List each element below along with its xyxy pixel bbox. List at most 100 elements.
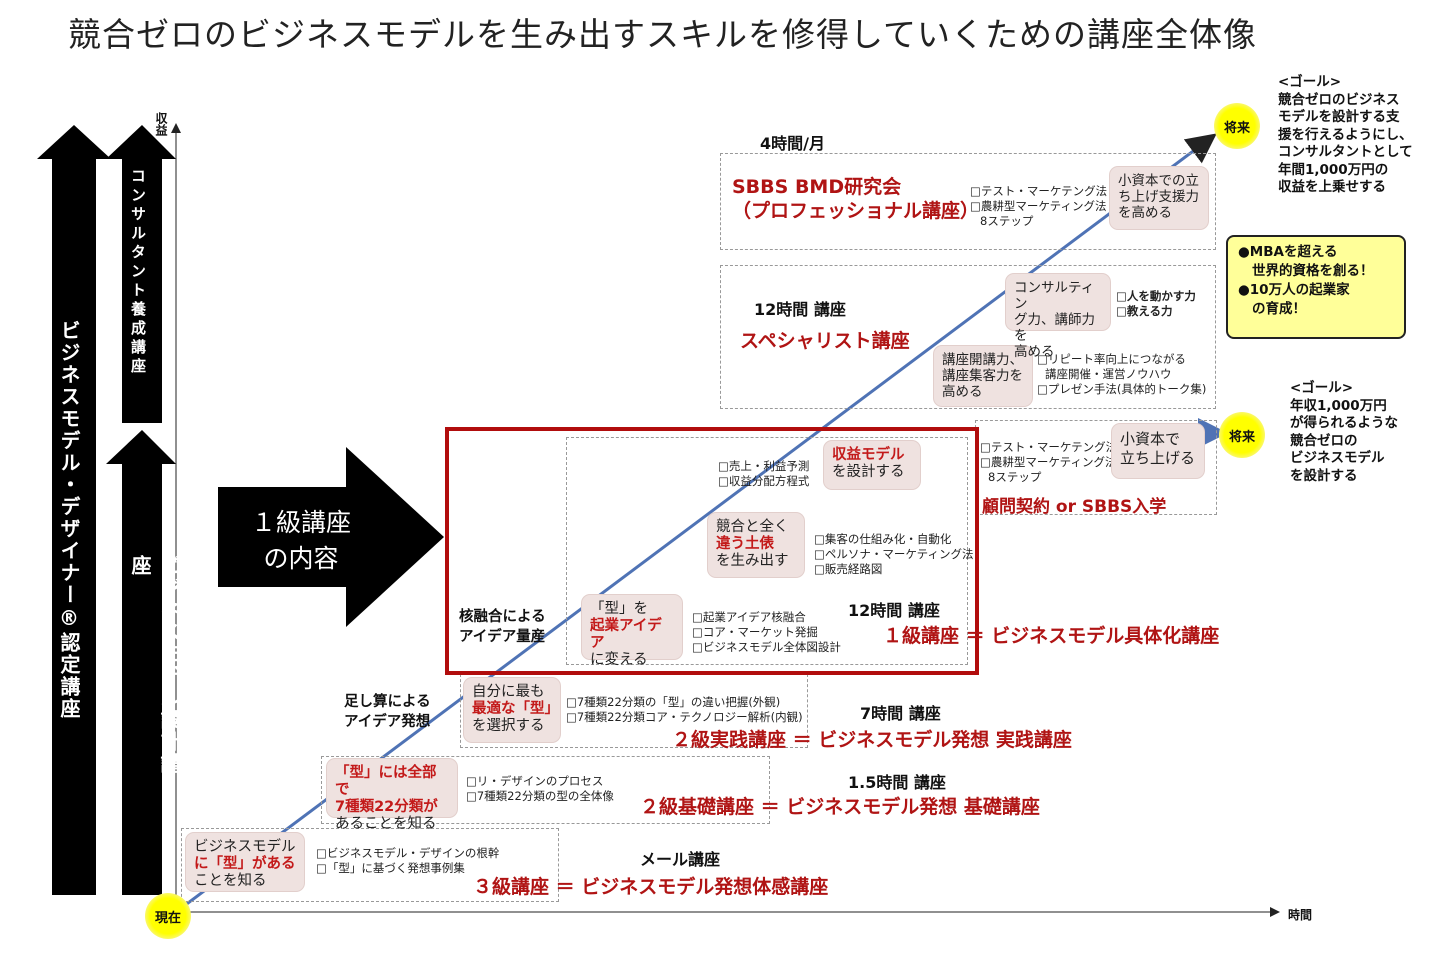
level1-notes-revenue: □売上・利益予測 □収益分配方程式: [718, 459, 809, 489]
specialist-note-lecture3: □プレゼン手法(具体的トーク集): [1037, 382, 1207, 396]
level2-practice-pill-line1: 自分に最も: [472, 684, 545, 700]
goal-mid-line2: 年収1,000万円: [1290, 397, 1387, 414]
level1-note-arena2: □ペルソナ・マーケティング法: [814, 547, 974, 561]
level2-practice-note2: □7種類22分類コア・テクノロジー解析(内観): [566, 710, 803, 724]
level1-pill-arena: 競合と全く 違う土俵 を生み出す: [708, 513, 804, 577]
level2-practice-side-label: 足し算による アイデア発想: [344, 692, 431, 732]
level2-basic-pill-line1: 「型」には全部で: [335, 765, 437, 798]
specialist-pill-lecture-line1: 講座開講力、: [942, 352, 1023, 368]
big-arrow-line1: １級講座: [250, 508, 351, 537]
specialist-note-consulting1: □人を動かす力: [1116, 289, 1196, 303]
level2-basic-pill-line2: 7種類22分類が: [335, 799, 438, 815]
level3-course-name: ３級講座 ＝ ビジネスモデル発想体感講座: [473, 876, 829, 898]
consultant-course-label: コンサルタント養成講座: [129, 168, 147, 377]
goal-mid-line6: を設計する: [1290, 467, 1358, 484]
level3-pill: ビジネスモデル に「型」がある ことを知る: [186, 833, 304, 891]
sbbs-note1: □テスト・マーケテング法: [970, 184, 1108, 198]
sbbs-pill-line1: 小資本での立: [1118, 173, 1199, 189]
level1-side1: 核融合による: [459, 609, 546, 625]
level1-pill-idea-line3: に変える: [590, 652, 648, 668]
goal-top-line2: 競合ゼロのビジネス: [1278, 91, 1400, 108]
level1-pill-revenue: 収益モデル を設計する: [824, 441, 920, 489]
goal-top: <ゴール> 競合ゼロのビジネス モデルを設計する支 援を行えるようにし、 コンサ…: [1278, 74, 1413, 197]
goal-top-line1: <ゴール>: [1278, 74, 1342, 90]
level1-side-label: 核融合による アイデア量産: [459, 607, 546, 647]
sbbs-frame: [720, 153, 1216, 250]
specialist-pill-consulting-line1: コンサルティン: [1014, 280, 1095, 312]
sbbs-pill-line2: ち上げ支援力: [1118, 189, 1199, 205]
level3-note1: □ビジネスモデル・デザインの根幹: [316, 846, 500, 860]
level1-highlight-frame: [445, 427, 979, 675]
level3-hours: メール講座: [640, 850, 721, 869]
sbbs-pill-line3: を高める: [1118, 205, 1172, 221]
level2-practice-note1: □7種類22分類の「型」の違い把握(外観): [566, 695, 781, 709]
level2-practice-side1: 足し算による: [344, 694, 431, 710]
goal-top-line5: コンサルタントとして: [1278, 144, 1413, 160]
big-arrow-label: １級講座 の内容: [226, 505, 376, 577]
specialist-note-consulting2: □教える力: [1116, 304, 1173, 318]
advisor-note1: □テスト・マーケテング法: [980, 440, 1118, 454]
sbbs-course-name: SBBS BMD研究会 （プロフェッショナル講座）: [732, 175, 979, 223]
level3-note2: □「型」に基づく発想事例集: [316, 861, 465, 875]
big-arrow-line2: の内容: [263, 544, 339, 573]
vision-line3: ●10万人の起業家: [1238, 282, 1350, 298]
goal-top-line7: 収益を上乗せする: [1278, 179, 1386, 195]
level1-pill-arena-line1: 競合と全く: [716, 519, 789, 535]
level1-pill-revenue-line2: を設計する: [832, 464, 905, 480]
specialist-pill-lecture-line3: 高める: [942, 384, 983, 400]
sbbs-note2: □農耕型マーケティング法: [970, 199, 1107, 213]
level1-pill-idea-line1: 「型」を: [590, 601, 648, 617]
level2-basic-note1: □リ・デザインのプロセス: [466, 774, 604, 788]
level3-frame: [181, 828, 559, 902]
goal-top-line6: 年間1,000万円の: [1278, 161, 1389, 178]
goal-top-line3: モデルを設計する支: [1278, 109, 1400, 125]
left-arrow-bars: [37, 125, 176, 895]
sbbs-pill: 小資本での立 ち上げ支援力 を高める: [1110, 167, 1208, 229]
goal-mid-line5: ビジネスモデル: [1290, 450, 1385, 466]
level2-basic-frame: [321, 756, 770, 824]
sbbs-note3: 8ステップ: [980, 214, 1034, 228]
level3-pill-line3: ことを知る: [194, 873, 267, 889]
specialist-note-lecture1: □リピート率向上につながる: [1037, 352, 1186, 366]
advisor-note3: 8ステップ: [988, 470, 1042, 484]
x-axis-label: 時間: [1288, 908, 1313, 922]
advisor-pill-line2: 立ち上げる: [1120, 449, 1196, 467]
level2-practice-side2: アイデア発想: [344, 714, 431, 730]
level2-practice-hours: 7時間 講座: [860, 704, 941, 723]
big-arrow-shape: [218, 447, 444, 627]
level1-note-revenue1: □売上・利益予測: [718, 459, 810, 473]
sbbs-notes: □テスト・マーケテング法 □農耕型マーケティング法 8ステップ: [970, 184, 1107, 229]
level1-pill-revenue-line1: 収益モデル: [832, 447, 905, 463]
level1-pill-idea-line2: 起業アイデア: [590, 618, 662, 651]
level2-practice-pill-line3: を選択する: [472, 718, 545, 734]
advisor-pill-line1: 小資本で: [1120, 430, 1181, 448]
level1-note-idea3: □ビジネスモデル全体図設計: [692, 640, 841, 654]
level3-notes: □ビジネスモデル・デザインの根幹 □「型」に基づく発想事例集: [316, 846, 499, 876]
level2-basic-hours: 1.5時間 講座: [848, 773, 946, 792]
future-marker-top: 将来: [1214, 103, 1260, 149]
level2-basic-pill: 「型」には全部で 7種類22分類が あることを知る: [327, 759, 457, 832]
advisor-pill: 小資本で 立ち上げる: [1112, 424, 1204, 478]
level1-note-idea2: □コア・マーケット発掘: [692, 625, 818, 639]
advisor-label: 顧問契約 or SBBS入学: [982, 497, 1167, 517]
level1-course-name: １級講座 ＝ ビジネスモデル具体化講座: [883, 625, 1220, 647]
specialist-notes-consulting: □人を動かす力 □教える力: [1116, 289, 1196, 319]
level1-note-revenue2: □収益分配方程式: [718, 474, 810, 488]
specialist-note-lecture2: 講座開催・運営ノウハウ: [1045, 367, 1172, 381]
level1-pill-arena-line3: を生み出す: [716, 553, 789, 569]
goal-mid-line1: <ゴール>: [1290, 380, 1354, 396]
specialist-pill-lecture-line2: 講座集客力を: [942, 368, 1023, 384]
level2-practice-pill-line2: 最適な「型」: [472, 701, 559, 717]
level1-notes-arena: □集客の仕組み化・自動化 □ペルソナ・マーケティング法 □販売経路図: [814, 532, 973, 577]
level2-basic-pill-line3: あることを知る: [335, 816, 437, 832]
y-axis-label: 収益: [154, 112, 168, 136]
goal-mid-line4: 競合ゼロの: [1290, 432, 1358, 449]
level3-pill-line1: ビジネスモデル: [194, 839, 296, 855]
specialist-course-name: スペシャリスト講座: [740, 330, 910, 352]
level1-hours: 12時間 講座: [848, 601, 940, 620]
specialist-pill-lecture: 講座開講力、 講座集客力を 高める: [934, 346, 1032, 406]
specialist-pill-consulting-line3: 高める: [1014, 344, 1055, 360]
level1-pill-idea: 「型」を 起業アイデア に変える: [582, 595, 682, 668]
level2-basic-note2: □7種類22分類の型の全体像: [466, 789, 614, 803]
